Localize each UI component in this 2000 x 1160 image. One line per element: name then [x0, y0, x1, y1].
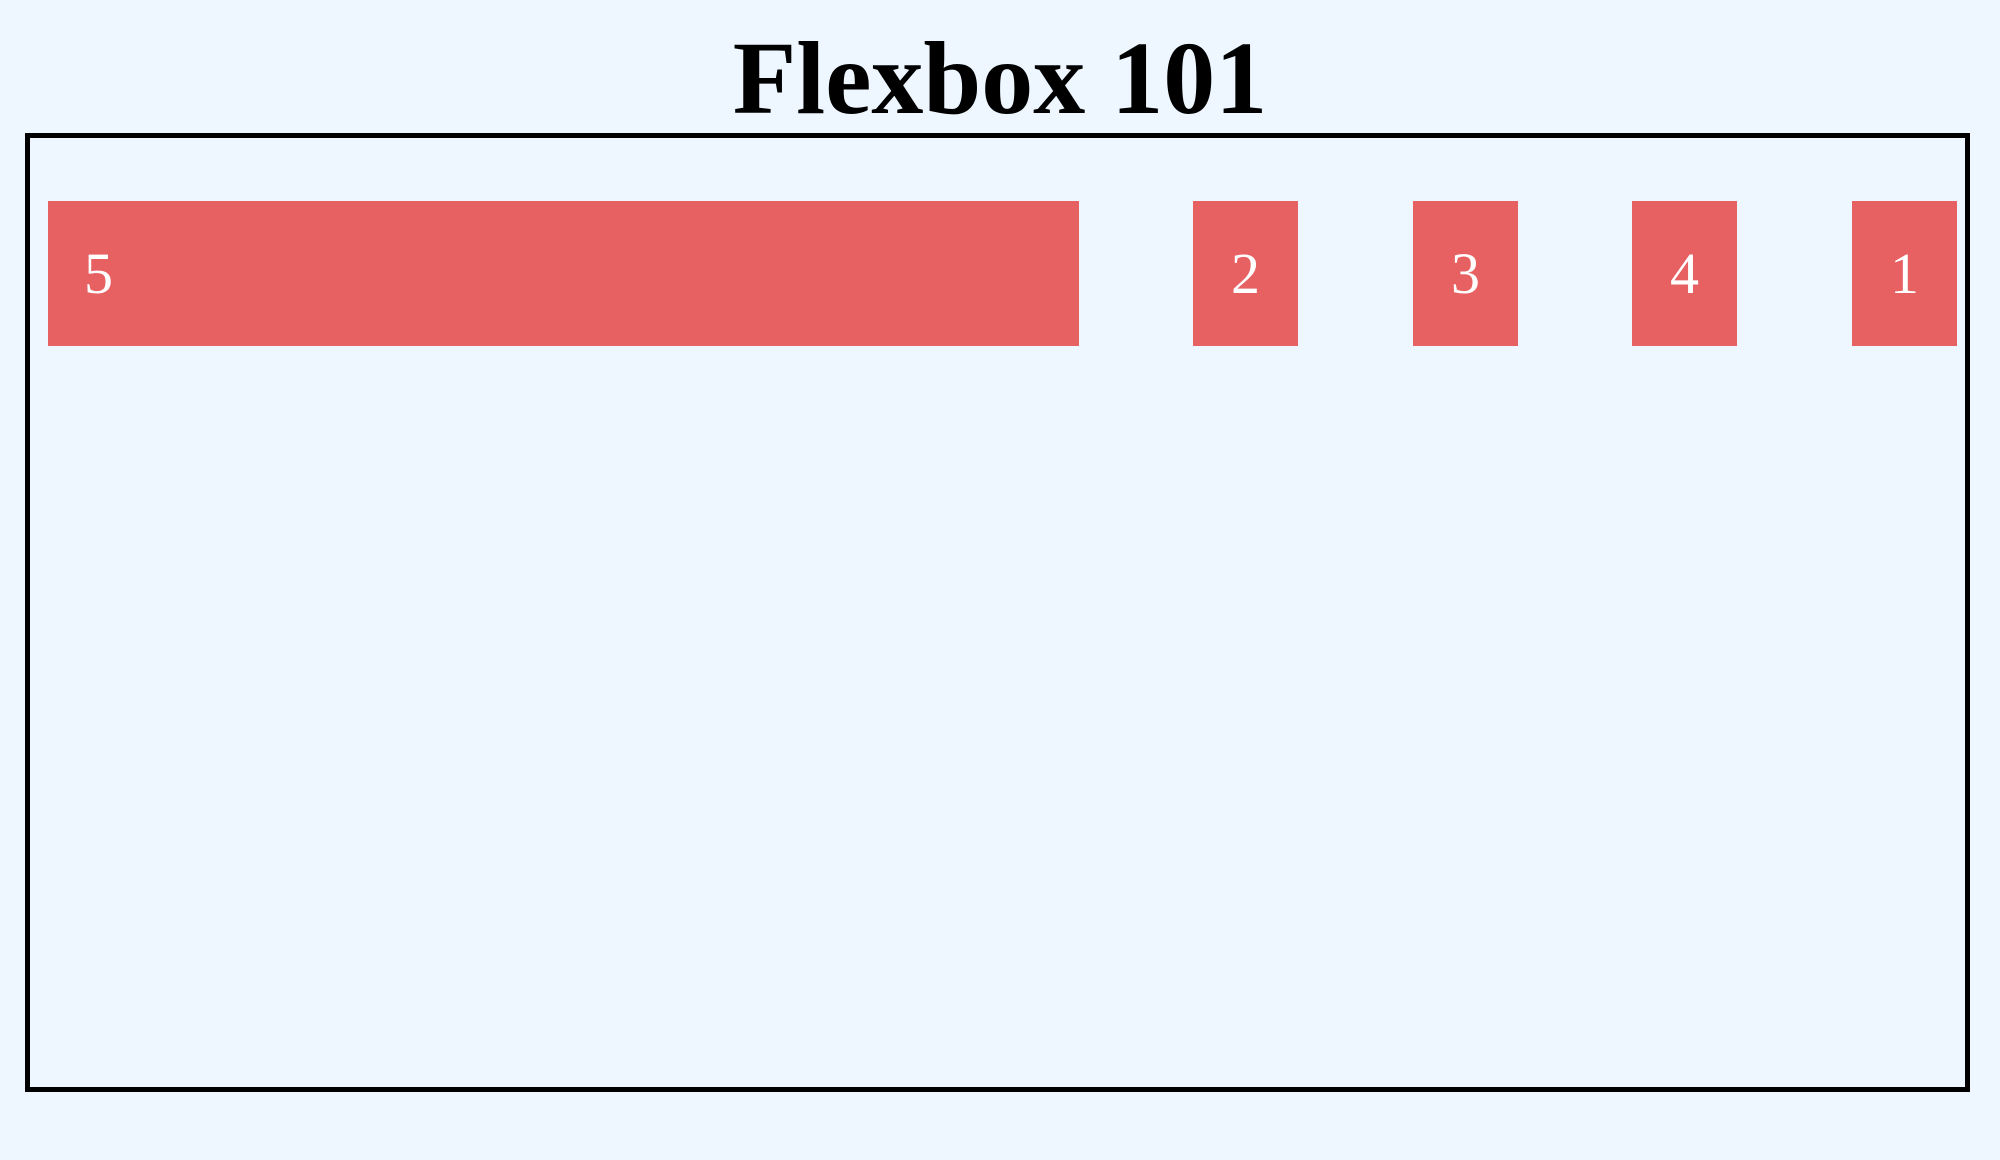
- flex-container: 5 2 3 4 1: [25, 133, 1970, 1092]
- flex-item-2: 2: [1193, 201, 1298, 346]
- flex-item-3: 3: [1413, 201, 1518, 346]
- flex-item-5: 5: [48, 201, 1079, 346]
- flex-item-1: 1: [1852, 201, 1957, 346]
- flex-item-4: 4: [1632, 201, 1737, 346]
- page-title: Flexbox 101: [732, 21, 1268, 136]
